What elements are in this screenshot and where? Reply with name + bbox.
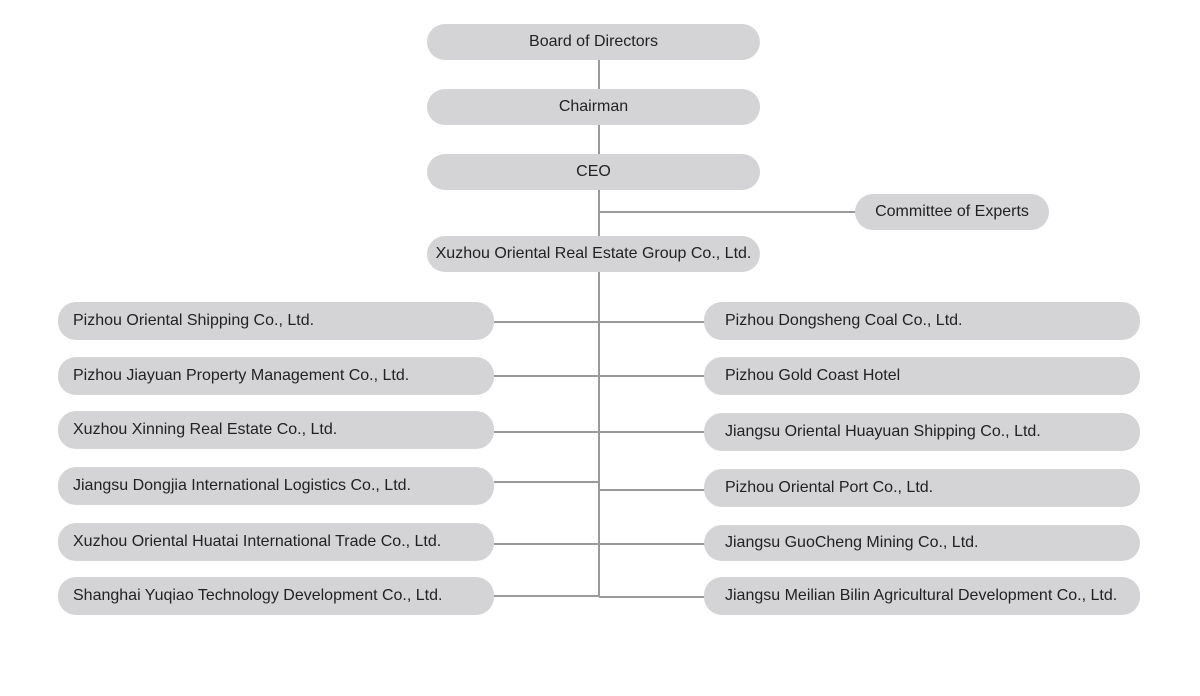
connector-right-1 (599, 321, 705, 323)
node-subsidiary-right: Jiangsu GuoCheng Mining Co., Ltd. (704, 525, 1140, 561)
node-ceo: CEO (427, 154, 760, 190)
connector-left-5 (494, 543, 599, 545)
node-subsidiary-right: Pizhou Gold Coast Hotel (704, 357, 1140, 395)
node-subsidiary-right: Jiangsu Meilian Bilin Agricultural Devel… (704, 577, 1140, 615)
connector-right-2 (599, 375, 705, 377)
connector-right-5 (599, 543, 705, 545)
connector-ceo-committee (598, 211, 856, 213)
node-group-company: Xuzhou Oriental Real Estate Group Co., L… (427, 236, 760, 272)
node-subsidiary-right: Pizhou Oriental Port Co., Ltd. (704, 469, 1140, 507)
connector-right-3 (599, 431, 705, 433)
connector-group-trunk (598, 270, 600, 597)
connector-left-6 (494, 595, 599, 597)
node-subsidiary-left: Pizhou Oriental Shipping Co., Ltd. (58, 302, 494, 340)
node-board-of-directors: Board of Directors (427, 24, 760, 60)
node-subsidiary-left: Xuzhou Xinning Real Estate Co., Ltd. (58, 411, 494, 449)
node-subsidiary-left: Shanghai Yuqiao Technology Development C… (58, 577, 494, 615)
connector-left-1 (494, 321, 599, 323)
connector-right-4 (599, 489, 705, 491)
node-committee-of-experts: Committee of Experts (855, 194, 1049, 230)
connector-right-6 (599, 596, 705, 598)
connector-left-3 (494, 431, 599, 433)
node-subsidiary-left: Pizhou Jiayuan Property Management Co., … (58, 357, 494, 395)
connector-left-4 (494, 481, 599, 483)
node-subsidiary-left: Xuzhou Oriental Huatai International Tra… (58, 523, 494, 561)
node-subsidiary-left: Jiangsu Dongjia International Logistics … (58, 467, 494, 505)
node-subsidiary-right: Jiangsu Oriental Huayuan Shipping Co., L… (704, 413, 1140, 451)
connector-chairman-ceo (598, 124, 600, 155)
connector-left-2 (494, 375, 599, 377)
node-chairman: Chairman (427, 89, 760, 125)
node-subsidiary-right: Pizhou Dongsheng Coal Co., Ltd. (704, 302, 1140, 340)
connector-board-chairman (598, 60, 600, 90)
